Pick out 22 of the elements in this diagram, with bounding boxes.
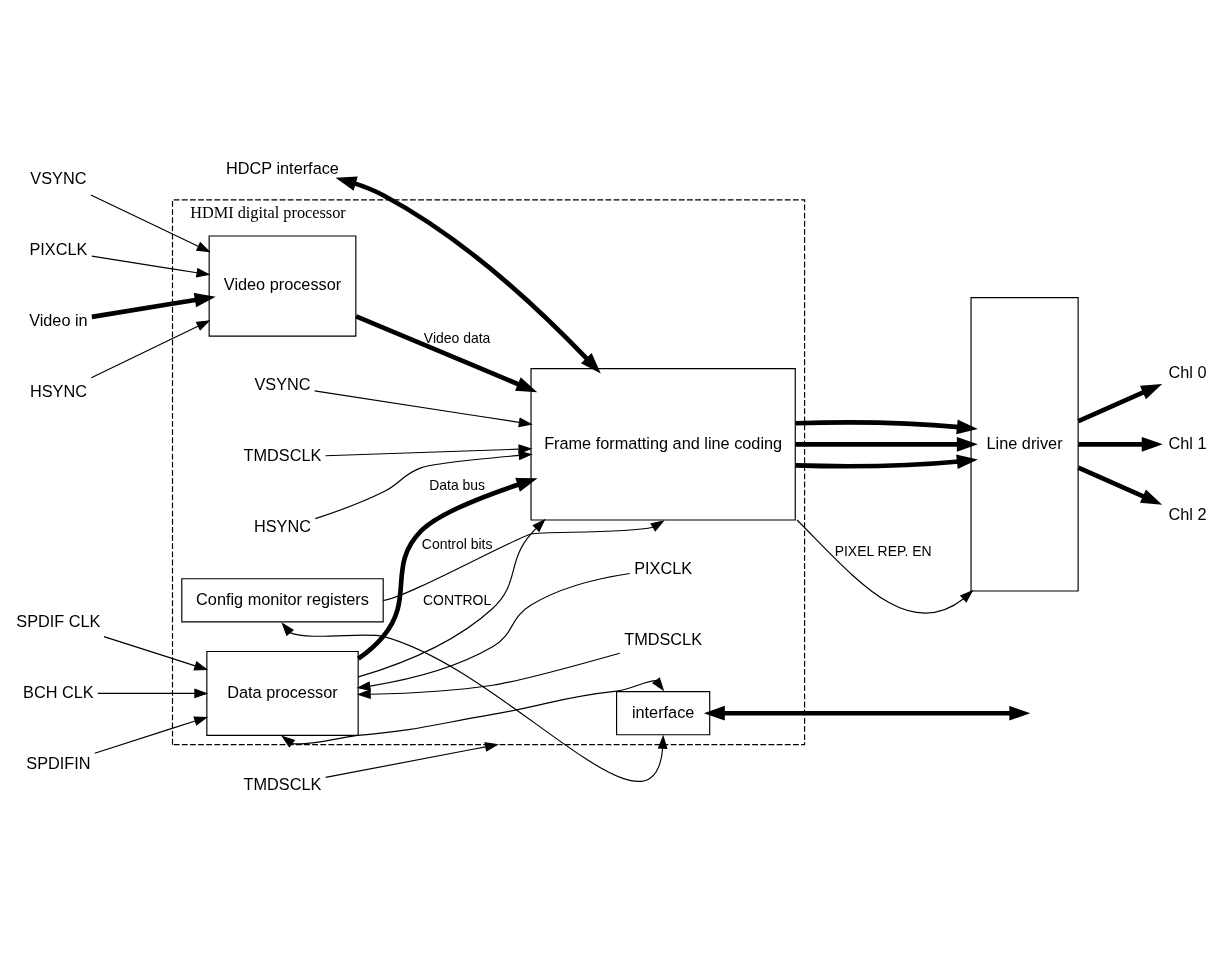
- node-text: HDCP interface: [226, 158, 339, 177]
- edge-label: Control bits: [421, 535, 493, 552]
- node-text: SPDIFIN: [26, 753, 91, 772]
- node-text: TMDSCLK: [243, 445, 322, 464]
- edge-label: Data bus: [429, 476, 486, 493]
- node-text: Chl 1: [1168, 433, 1207, 452]
- node-text: HSYNC: [254, 516, 311, 535]
- node-text: Video in: [29, 310, 88, 329]
- node-text: VSYNC: [254, 374, 311, 393]
- node-text: PIXCLK: [29, 239, 88, 258]
- edge-label: PIXEL REP. EN: [834, 542, 932, 559]
- node-text: TMDSCLK: [624, 629, 703, 648]
- edge-label: Video data: [423, 329, 491, 346]
- node-text: Chl 0: [1168, 362, 1207, 381]
- node-text: VSYNC: [30, 168, 87, 187]
- edge-label: CONTROL: [422, 591, 492, 607]
- node-text: PIXCLK: [634, 558, 693, 577]
- node-text: HSYNC: [29, 381, 87, 400]
- node-text: BCH CLK: [23, 682, 94, 701]
- node-text: SPDIF CLK: [16, 611, 101, 630]
- node-text: TMDSCLK: [243, 774, 322, 793]
- node-text: Chl 2: [1168, 504, 1207, 523]
